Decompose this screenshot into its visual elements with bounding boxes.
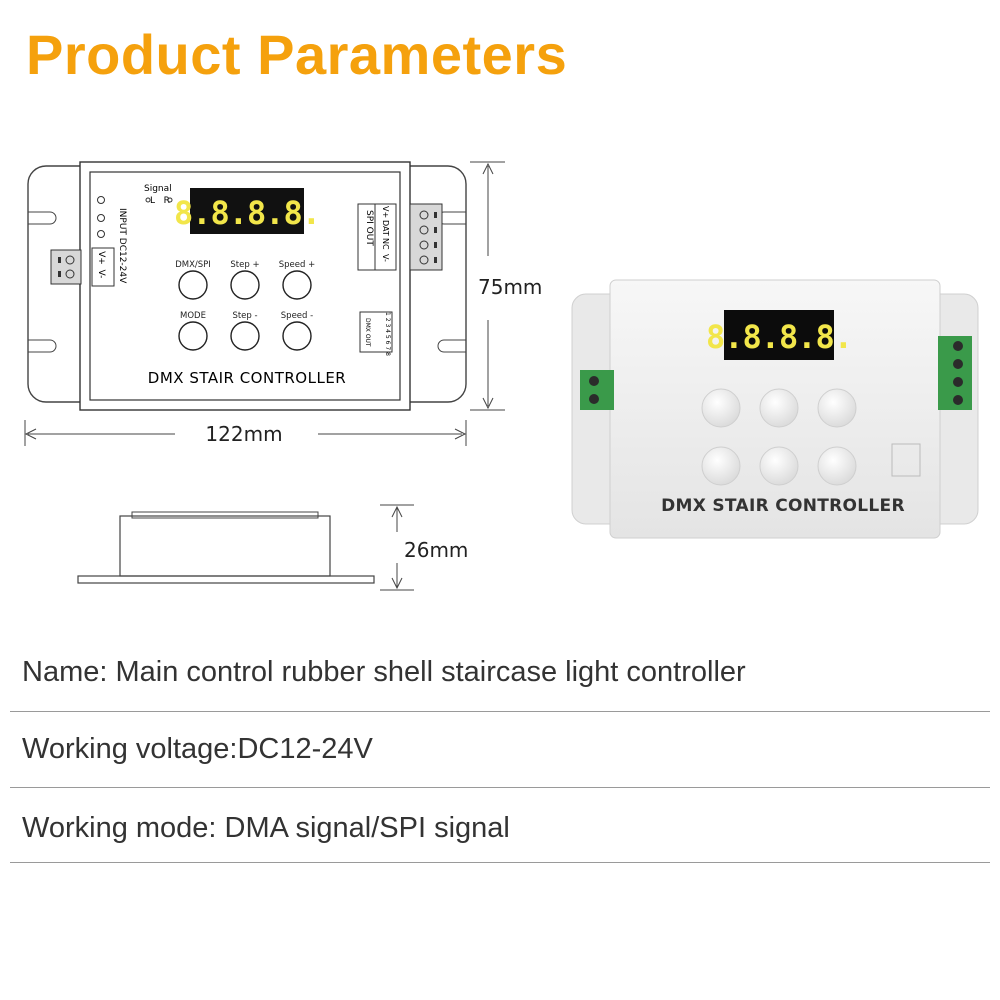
button-label-dmx-spi: DMX/SPI [175,260,211,270]
side-view-body [119,515,331,577]
signal-options: L R [150,196,170,206]
button-step-plus [230,270,260,300]
input-terminal-block [50,249,82,285]
spi-terminal-v-minus: V- [381,254,390,262]
signal-label: Signal [144,184,172,194]
product-photo: 8.8.8.8. DMX STAIR CONTROLLER [571,279,979,539]
button-label-speed-minus: Speed - [281,311,313,321]
input-terminal-v-plus: V+ [96,251,106,265]
dip-numbers: 1 2 3 4 5 6 7 8 [384,312,391,356]
divider [10,711,990,712]
spi-terminal-dat: DAT [381,220,390,236]
divider [10,787,990,788]
button-speed-minus [282,321,312,351]
button-label-speed-plus: Speed + [279,260,315,270]
button-dmx-spi [178,270,208,300]
page-title: Product Parameters [26,23,568,86]
spi-terminal-nc: NC [381,238,390,250]
dimension-height: 75mm [478,275,542,299]
input-terminal-v-minus: V- [96,270,106,279]
dimension-depth: 26mm [404,538,468,562]
button-mode [178,321,208,351]
dip-switch [359,311,393,353]
button-step-minus [230,321,260,351]
photo-device-label: DMX STAIR CONTROLLER [661,496,905,516]
spi-out-label: SPI OUT [364,210,374,246]
button-label-mode: MODE [180,311,206,321]
technical-drawing: V+ V- INPUT DC12-24V Signal L R 8.8.8.8.… [24,161,542,591]
photo-led-display [724,310,834,360]
spi-out-panel [357,203,397,271]
output-terminal-block [409,203,443,271]
side-view-flange [77,575,375,584]
button-label-step-minus: Step - [232,311,257,321]
device-label: DMX STAIR CONTROLLER [148,369,346,387]
divider [10,862,990,863]
param-working-voltage: Working voltage:DC12-24V [22,733,373,765]
photo-led-digits: 8.8.8.8. [706,318,852,356]
input-label: INPUT DC12-24V [117,208,127,284]
button-label-step-plus: Step + [230,260,259,270]
led-display [190,188,304,234]
spi-terminal-v-plus: V+ [381,206,390,218]
dmx-out-label: DMX OUT [364,318,371,347]
param-name: Name: Main control rubber shell staircas… [22,656,746,688]
dimension-width: 122mm [205,422,282,446]
param-working-mode: Working mode: DMA signal/SPI signal [22,812,510,844]
button-speed-plus [282,270,312,300]
led-display-digits: 8.8.8.8. [174,194,320,232]
